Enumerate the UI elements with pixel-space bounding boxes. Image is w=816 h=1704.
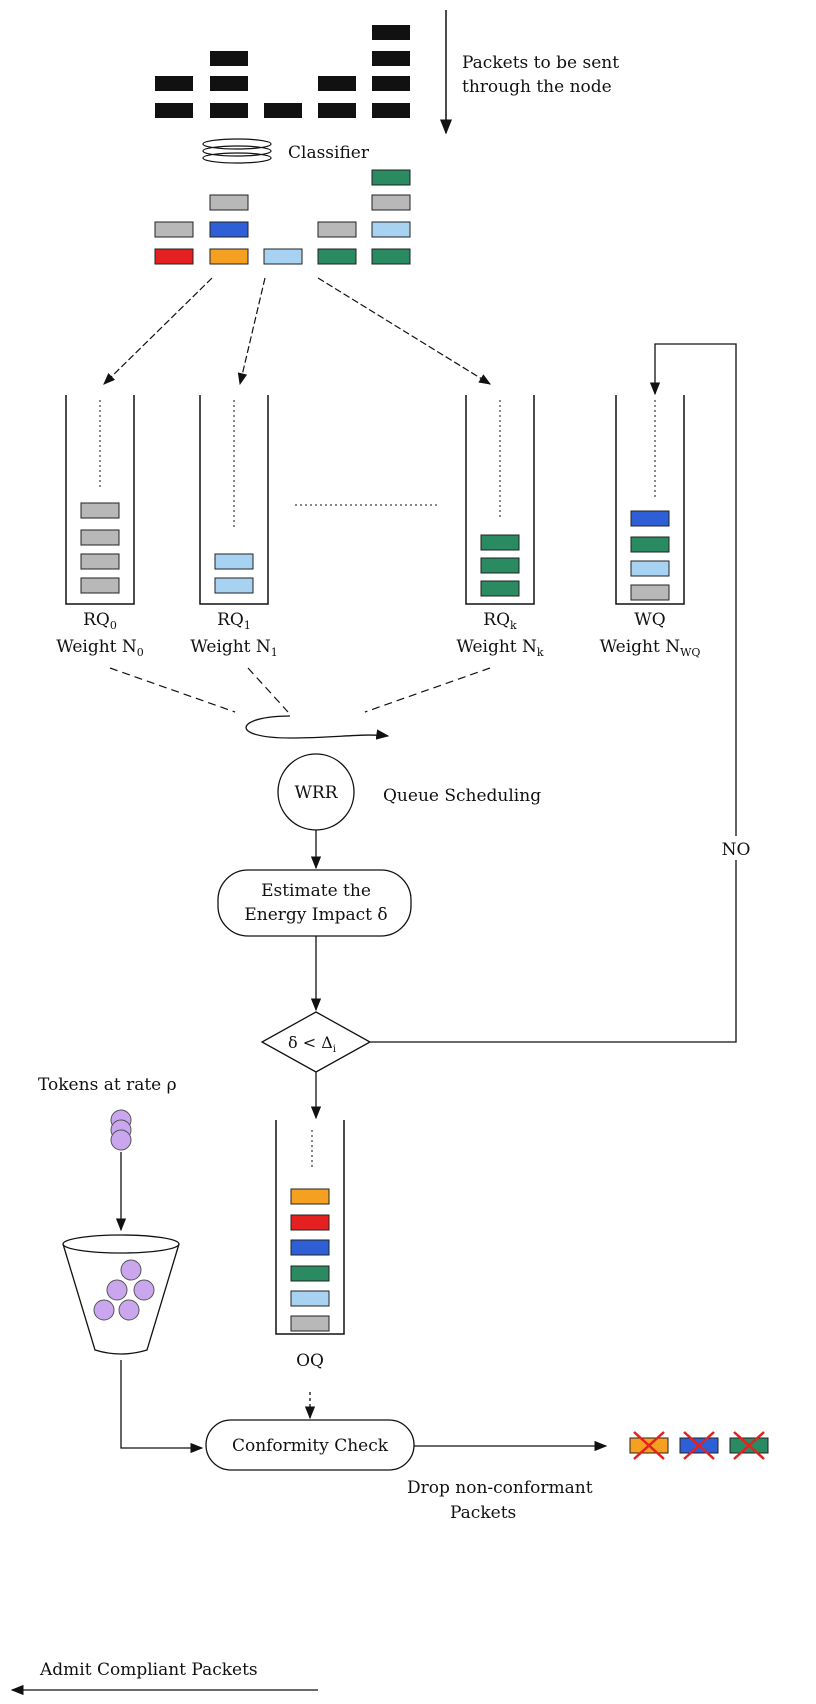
- scheduler-links: [109, 667, 491, 713]
- queue-scheduling-label: Queue Scheduling: [383, 786, 541, 806]
- conformity-check-node: [205, 1419, 415, 1471]
- rqk-label: RQk: [483, 610, 517, 632]
- rq0-weight: Weight N0: [56, 637, 144, 659]
- classified-packets: [154, 169, 411, 265]
- drop-label-1: Drop non-conformant: [407, 1478, 593, 1498]
- wrr-label: WRR: [294, 783, 338, 803]
- queue-oq: [275, 1120, 345, 1335]
- drop-label-2: Packets: [450, 1503, 516, 1523]
- rqk-weight: Weight Nk: [456, 637, 544, 659]
- packets-label-1: Packets to be sent: [462, 53, 619, 73]
- token-bucket-icon: [62, 1234, 180, 1355]
- rq1-weight: Weight N1: [190, 637, 278, 659]
- incoming-packets: [155, 25, 410, 118]
- queue-wq: [615, 395, 685, 605]
- decision-label: δ < Δi: [288, 1033, 336, 1055]
- token-stack-icon: [110, 1109, 132, 1151]
- estimate-label-1: Estimate the: [261, 881, 371, 901]
- wq-weight: Weight NWQ: [600, 637, 701, 659]
- estimate-node: [217, 869, 412, 937]
- packets-label-2: through the node: [462, 77, 612, 97]
- bucket-to-check-arrow: [120, 1360, 204, 1454]
- queue-rq0: [65, 395, 135, 605]
- classifier-icon: [202, 138, 272, 164]
- rotation-arrow-icon: [245, 715, 390, 740]
- oq-label: OQ: [296, 1351, 324, 1371]
- admit-label: Admit Compliant Packets: [39, 1660, 258, 1680]
- no-feedback-arrow: [370, 343, 737, 1043]
- rq0-label: RQ0: [83, 610, 117, 632]
- classifier-arrows: [103, 277, 492, 386]
- queue-rqk: [465, 395, 535, 605]
- classifier-label: Classifier: [288, 143, 370, 163]
- dropped-packets: [629, 1431, 769, 1460]
- tokens-label: Tokens at rate ρ: [38, 1075, 177, 1095]
- no-label-bg: [712, 836, 762, 860]
- rq1-label: RQ1: [217, 610, 251, 632]
- no-label: NO: [722, 840, 751, 860]
- conformity-check-label: Conformity Check: [232, 1436, 389, 1456]
- estimate-label-2: Energy Impact δ: [244, 905, 387, 925]
- wq-label: WQ: [634, 610, 665, 630]
- queue-rq1: [199, 395, 269, 605]
